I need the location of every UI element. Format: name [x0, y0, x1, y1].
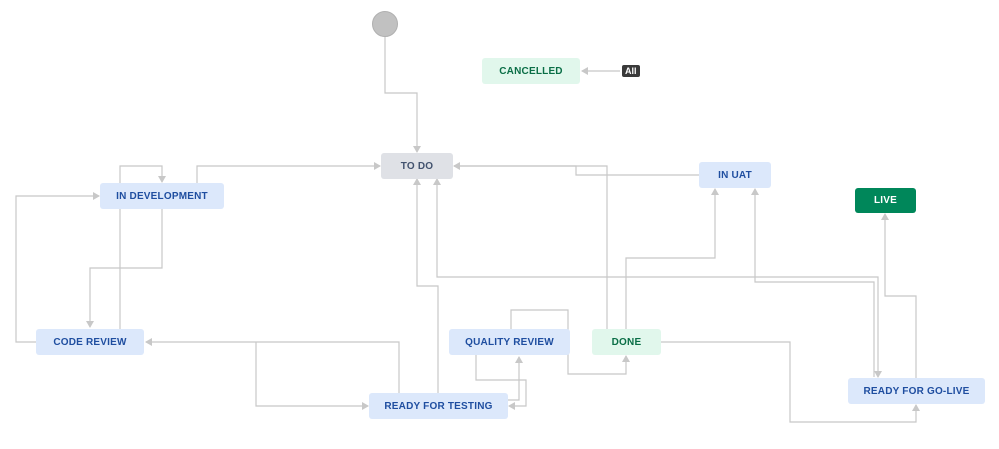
arrowhead [374, 162, 381, 170]
transition-inuat-rfgl [754, 189, 875, 377]
arrowhead [622, 355, 630, 362]
arrowhead [413, 178, 421, 185]
transition-start-todo [384, 37, 418, 152]
status-todo[interactable]: TO DO [381, 153, 453, 179]
arrowhead [86, 321, 94, 328]
status-done[interactable]: DONE [592, 329, 661, 355]
arrowhead [413, 146, 421, 153]
transition-done-rfgl [661, 341, 917, 423]
transition-todo-rfgl [436, 179, 879, 377]
status-in-development[interactable]: IN DEVELOPMENT [100, 183, 224, 209]
arrowhead [581, 67, 588, 75]
status-cancelled[interactable]: CANCELLED [482, 58, 580, 84]
arrowhead [751, 188, 759, 195]
arrowhead [874, 371, 882, 378]
arrowhead [93, 192, 100, 200]
status-ready-for-testing[interactable]: READY FOR TESTING [369, 393, 508, 419]
status-label: CANCELLED [499, 65, 563, 77]
transition-indev-codereview [89, 209, 163, 327]
arrowhead [145, 338, 152, 346]
status-label: READY FOR TESTING [384, 400, 493, 412]
transition-rft-todo [416, 179, 439, 393]
status-ready-for-go-live[interactable]: READY FOR GO-LIVE [848, 378, 985, 404]
transition-done-inuat [625, 189, 716, 329]
transition-done-todo [454, 165, 608, 329]
status-label: CODE REVIEW [53, 336, 127, 348]
arrowhead [158, 176, 166, 183]
transition-codereview-rft [255, 342, 368, 407]
arrowhead [433, 178, 441, 185]
transition-codereview-indev-left [15, 195, 99, 343]
transition-qr-rft [475, 355, 527, 407]
status-label: TO DO [400, 160, 434, 172]
transition-rft-qr [507, 357, 520, 401]
arrowhead [881, 213, 889, 220]
transition-inuat-todo [454, 165, 699, 176]
arrowhead [362, 402, 369, 410]
transition-indev-todo [196, 165, 380, 183]
status-label: QUALITY REVIEW [465, 336, 554, 348]
status-live[interactable]: LIVE [855, 188, 916, 213]
status-code-review[interactable]: CODE REVIEW [36, 329, 144, 355]
transition-rft-codereview [146, 341, 400, 393]
status-label: IN DEVELOPMENT [116, 190, 208, 202]
transition-codereview-indev [119, 165, 163, 329]
arrowhead [912, 404, 920, 411]
transition-rfgl-live [884, 214, 917, 378]
status-label: READY FOR GO-LIVE [863, 385, 970, 397]
arrowhead [508, 402, 515, 410]
status-label: LIVE [873, 195, 898, 206]
all-transition-badge[interactable]: All [622, 65, 640, 77]
start-node[interactable] [372, 11, 398, 37]
arrowhead [711, 188, 719, 195]
arrowhead [515, 356, 523, 363]
status-label: DONE [611, 336, 642, 348]
status-quality-review[interactable]: QUALITY REVIEW [449, 329, 570, 355]
status-in-uat[interactable]: IN UAT [699, 162, 771, 188]
status-label: IN UAT [718, 169, 752, 181]
